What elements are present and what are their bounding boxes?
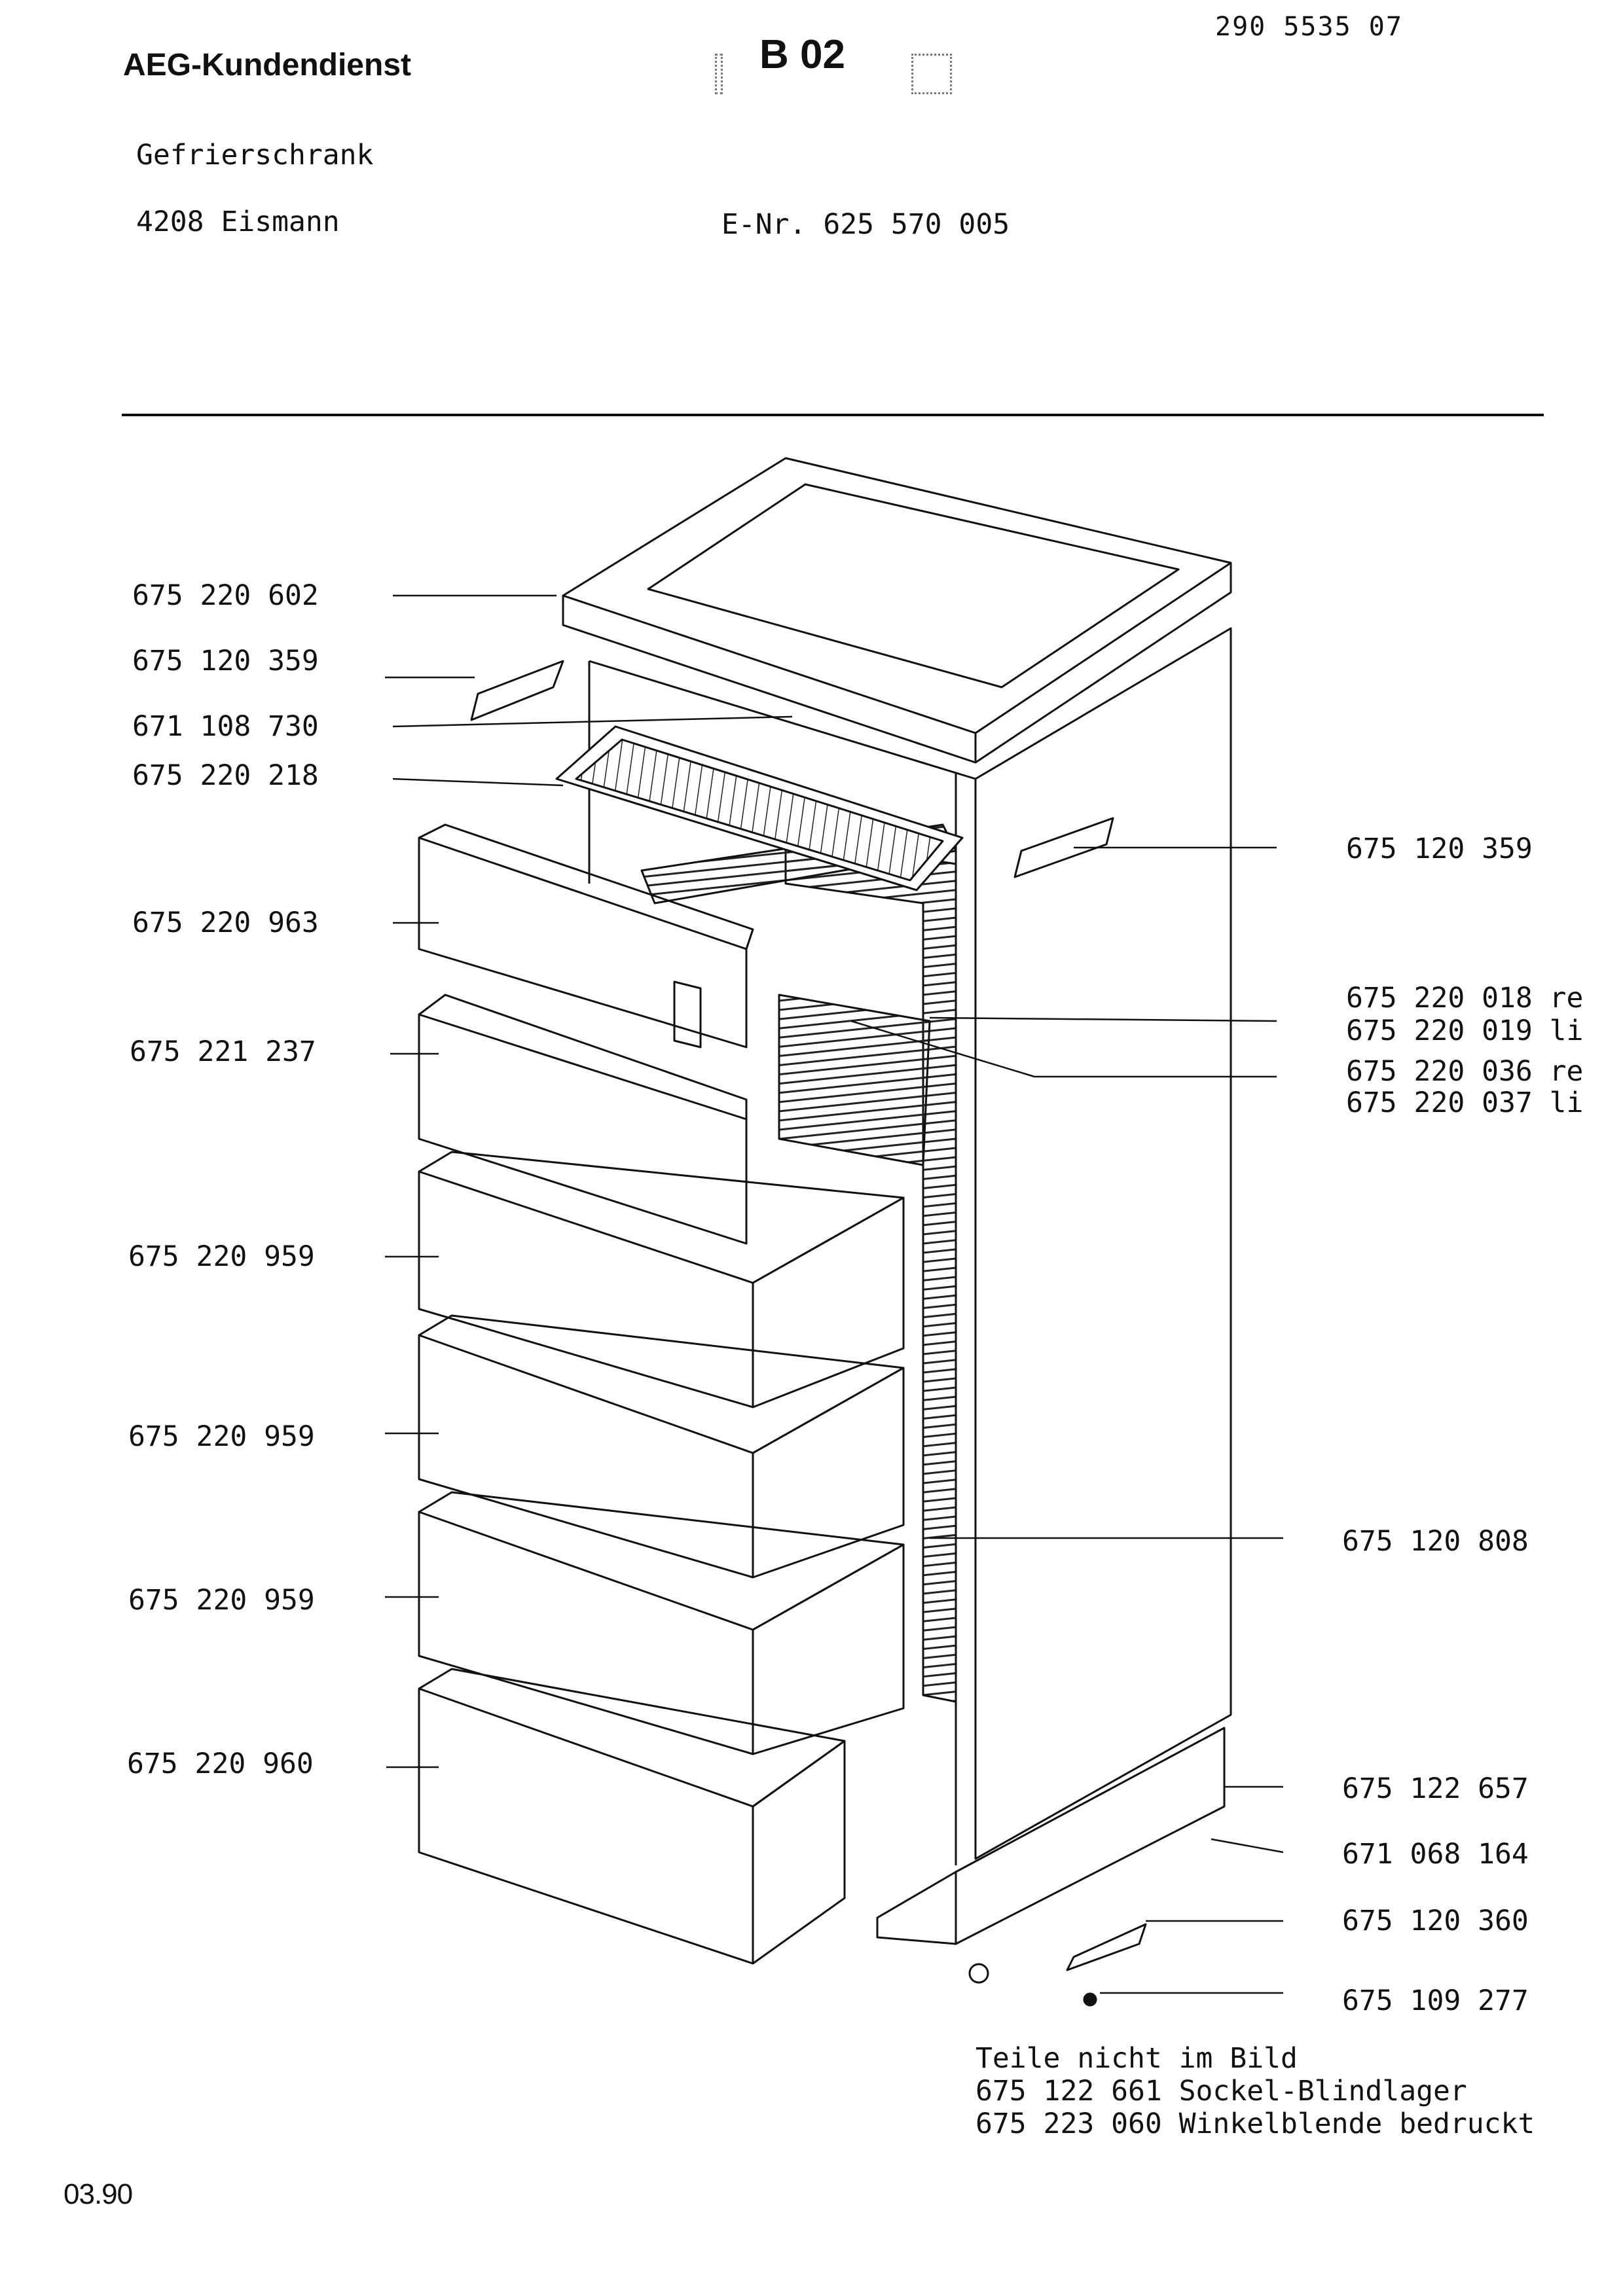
drawer-bottom <box>418 1668 846 1965</box>
document-number: 290 5535 07 <box>1215 12 1403 42</box>
top-cover-panel <box>562 457 1232 764</box>
part-label-right: 675 120 360 <box>1342 1905 1529 1937</box>
freezer-flap-lower <box>418 994 748 1245</box>
part-label-right: 675 220 019 li <box>1346 1014 1584 1047</box>
part-label-left: 675 220 963 <box>132 906 319 939</box>
hinge-cover-part <box>470 660 564 721</box>
screw-part <box>1083 1992 1097 2007</box>
header-divider <box>122 414 1544 416</box>
issue-date: 03.90 <box>64 2178 133 2210</box>
leader-line <box>392 778 564 787</box>
part-label-left: 675 221 237 <box>130 1035 316 1068</box>
section-code: B 02 <box>759 32 845 77</box>
notes-item: 675 223 060 Winkelblende bedruckt <box>976 2108 1535 2140</box>
part-label-left: 675 220 960 <box>127 1748 314 1780</box>
parts-not-shown-notes: Teile nicht im Bild 675 122 661 Sockel-B… <box>976 2042 1535 2140</box>
freezer-flap-upper <box>418 823 754 1049</box>
drawer-1 <box>418 1151 905 1408</box>
plinth-base <box>876 1727 1226 1945</box>
notes-item: 675 122 661 Sockel-Blindlager <box>976 2075 1467 2108</box>
part-label-right: 675 120 359 <box>1346 833 1533 865</box>
adjustable-foot <box>968 1963 989 1984</box>
hinge-cover-part-right <box>1013 817 1114 878</box>
section-bracket-left <box>715 54 723 94</box>
part-label-right: 675 120 808 <box>1342 1525 1529 1558</box>
notes-heading: Teile nicht im Bild <box>976 2042 1298 2075</box>
part-label-right: 675 220 018 re <box>1346 982 1584 1014</box>
drawer-3 <box>418 1491 905 1755</box>
part-label-right: 675 220 037 li <box>1346 1086 1584 1119</box>
foot-cover-part <box>1066 1923 1147 1971</box>
part-label-right: 671 068 164 <box>1342 1838 1529 1871</box>
part-label-left: 675 220 218 <box>132 759 319 792</box>
leader-line <box>929 1016 1277 1022</box>
part-label-left: 671 108 730 <box>132 710 319 743</box>
leader-line <box>1211 1838 1284 1854</box>
part-label-left: 675 120 359 <box>132 645 319 677</box>
part-label-left: 675 220 959 <box>128 1240 315 1273</box>
part-label-left: 675 220 959 <box>128 1584 315 1617</box>
shelf-grille <box>555 725 964 891</box>
e-number: E-Nr. 625 570 005 <box>721 208 1010 241</box>
leader-line <box>850 1020 1035 1078</box>
part-label-right: 675 220 036 re <box>1346 1055 1584 1088</box>
section-bracket-right <box>911 54 952 94</box>
part-label-left: 675 220 959 <box>128 1420 315 1453</box>
brand-title: AEG-Kundendienst <box>123 48 411 82</box>
appliance-type: Gefrierschrank <box>136 139 374 171</box>
part-label-right: 675 122 657 <box>1342 1772 1529 1805</box>
appliance-model: 4208 Eismann <box>136 206 340 238</box>
part-label-right: 675 109 277 <box>1342 1984 1529 2017</box>
part-label-left: 675 220 602 <box>132 579 319 612</box>
leader-line <box>392 715 793 728</box>
